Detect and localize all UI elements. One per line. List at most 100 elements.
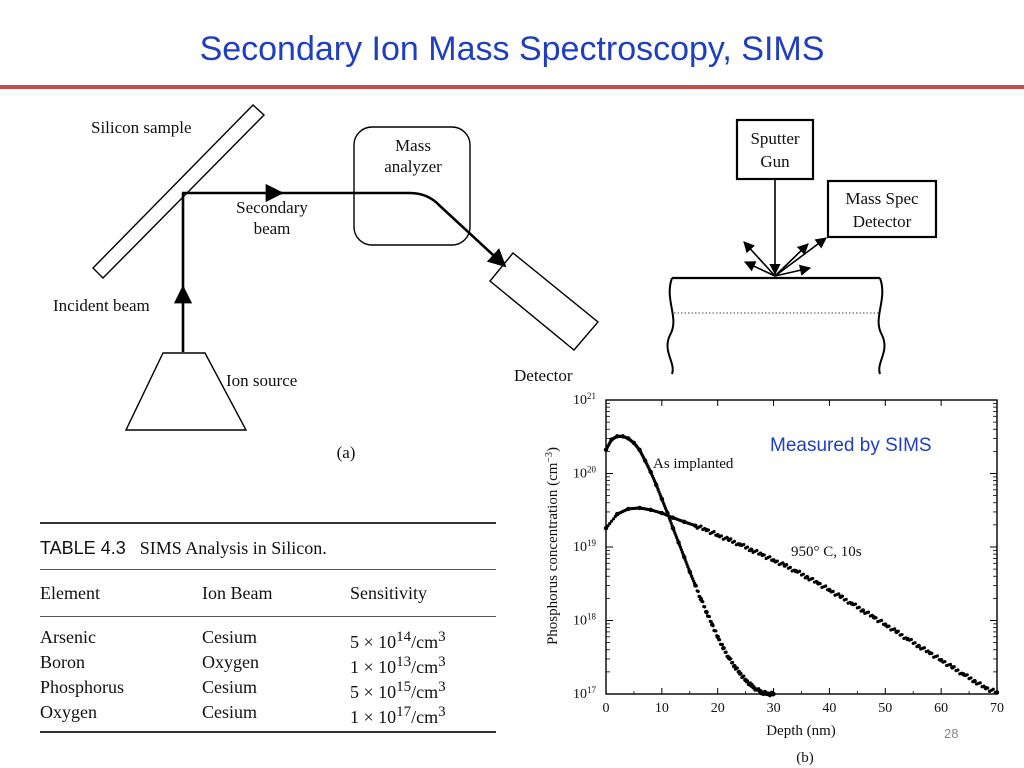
slide-title: Secondary Ion Mass Spectroscopy, SIMS <box>199 30 825 68</box>
data-point-dense <box>732 539 737 543</box>
data-point-dense <box>752 685 756 689</box>
data-point-dense <box>991 687 995 691</box>
series-label-annealed: 950° C, 10s <box>791 544 862 560</box>
data-point-dense <box>669 521 673 525</box>
data-point-dense <box>678 545 683 549</box>
data-point-dense <box>611 517 616 521</box>
data-point-dense <box>986 686 990 690</box>
table-cell-element: Arsenic <box>40 627 96 647</box>
silicon-sample-label: Silicon sample <box>91 118 192 137</box>
y-tick-label: 1021 <box>573 391 596 408</box>
data-point-dense <box>768 555 772 559</box>
series-label-as-implanted: As implanted <box>653 456 734 472</box>
secondary-beam-path <box>280 191 507 268</box>
data-point-dense <box>668 519 672 523</box>
data-point-dense <box>739 672 743 676</box>
data-point <box>916 643 921 649</box>
data-point <box>749 547 754 552</box>
data-point-dense <box>696 589 700 594</box>
data-point <box>804 574 810 580</box>
ejected-ion-arrow-1 <box>743 241 776 277</box>
data-point-dense <box>948 662 953 666</box>
data-point-dense <box>717 638 722 642</box>
chart-caption: (b) <box>796 750 814 766</box>
y-axis-label: Phosphorus concentration (cm−3) <box>544 447 562 645</box>
title-divider <box>0 85 1024 89</box>
data-point-dense <box>909 637 913 642</box>
data-point-dense <box>719 534 724 538</box>
secondary-beam-label-1: Secondary <box>236 198 308 217</box>
x-tick-label: 50 <box>878 701 892 716</box>
data-point-dense <box>608 521 612 526</box>
sputter-gun-label-2: Gun <box>760 152 790 171</box>
ion-source-trapezoid <box>124 352 248 431</box>
x-tick-label: 20 <box>711 701 725 716</box>
data-point-dense <box>720 642 724 647</box>
sputter-gun-box <box>735 118 815 181</box>
data-point-dense <box>913 641 917 645</box>
ejected-ion-arrow-3 <box>774 243 809 277</box>
data-point <box>704 609 709 615</box>
x-tick-label: 40 <box>822 701 836 716</box>
page-number: 28 <box>944 726 959 741</box>
table-header-sensitivity: Sensitivity <box>350 583 428 603</box>
data-point-dense <box>750 682 754 687</box>
x-tick-label: 0 <box>603 701 610 716</box>
data-point-dense <box>731 660 735 665</box>
data-point-dense <box>707 614 711 619</box>
data-point-dense <box>724 650 728 654</box>
data-point-dense <box>900 632 904 637</box>
data-point-dense <box>712 530 716 534</box>
mass-spec-detector-box <box>826 179 938 239</box>
data-point-dense <box>686 565 690 569</box>
data-point <box>693 523 698 528</box>
ejected-ion-arrow-5 <box>774 264 812 277</box>
data-point-dense <box>978 681 982 685</box>
data-point-dense <box>798 569 802 573</box>
data-point-dense <box>711 624 715 628</box>
data-point-dense <box>722 646 726 650</box>
mass-analyzer-box <box>353 126 471 246</box>
diagram-a: Silicon sample Mass analyzer Secondary b… <box>53 104 599 462</box>
data-point-dense <box>701 600 705 604</box>
data-point-dense <box>866 610 871 614</box>
data-point-dense <box>857 605 861 609</box>
data-point <box>994 690 1000 695</box>
data-point-dense <box>840 594 845 598</box>
y-tick-label: 1018 <box>573 612 597 629</box>
table-row: Oxygen Cesium 1 × 1017/cm3 <box>40 700 496 727</box>
table-cell-beam: Oxygen <box>202 652 259 672</box>
data-point-dense <box>874 616 878 620</box>
mass-analyzer-label-2: analyzer <box>384 157 442 176</box>
x-tick-label: 70 <box>990 701 1004 716</box>
data-point-dense <box>609 519 614 523</box>
data-point-dense <box>729 537 733 541</box>
data-point-dense <box>735 666 739 670</box>
data-point-dense <box>785 563 789 567</box>
detector-box <box>489 252 599 351</box>
data-point-dense <box>775 559 779 563</box>
sims-schematic: Sputter Gun Mass Spec Detector <box>666 118 938 375</box>
table-cell-sensitivity: 5 × 1014/cm3 <box>350 629 446 652</box>
sample-left-edge <box>666 277 675 375</box>
data-point-dense <box>969 676 973 680</box>
table-caption-text: SIMS Analysis in Silicon. <box>139 538 327 558</box>
table-cell-beam: Cesium <box>202 702 258 722</box>
table-row: Boron Oxygen 1 × 1013/cm3 <box>40 650 496 677</box>
data-point-dense <box>694 584 698 588</box>
data-point-dense <box>684 560 688 564</box>
detector-label: Detector <box>514 366 573 385</box>
table-cell-beam: Cesium <box>202 627 258 647</box>
table-cell-sensitivity: 1 × 1017/cm3 <box>350 704 446 727</box>
series-1 <box>603 505 1000 695</box>
data-point-dense <box>742 542 746 547</box>
table-cell-sensitivity: 1 × 1013/cm3 <box>350 654 446 677</box>
diagram-a-caption: (a) <box>337 443 356 462</box>
table-cell-element: Oxygen <box>40 702 97 722</box>
data-point <box>972 678 977 684</box>
data-point-dense <box>742 674 746 678</box>
